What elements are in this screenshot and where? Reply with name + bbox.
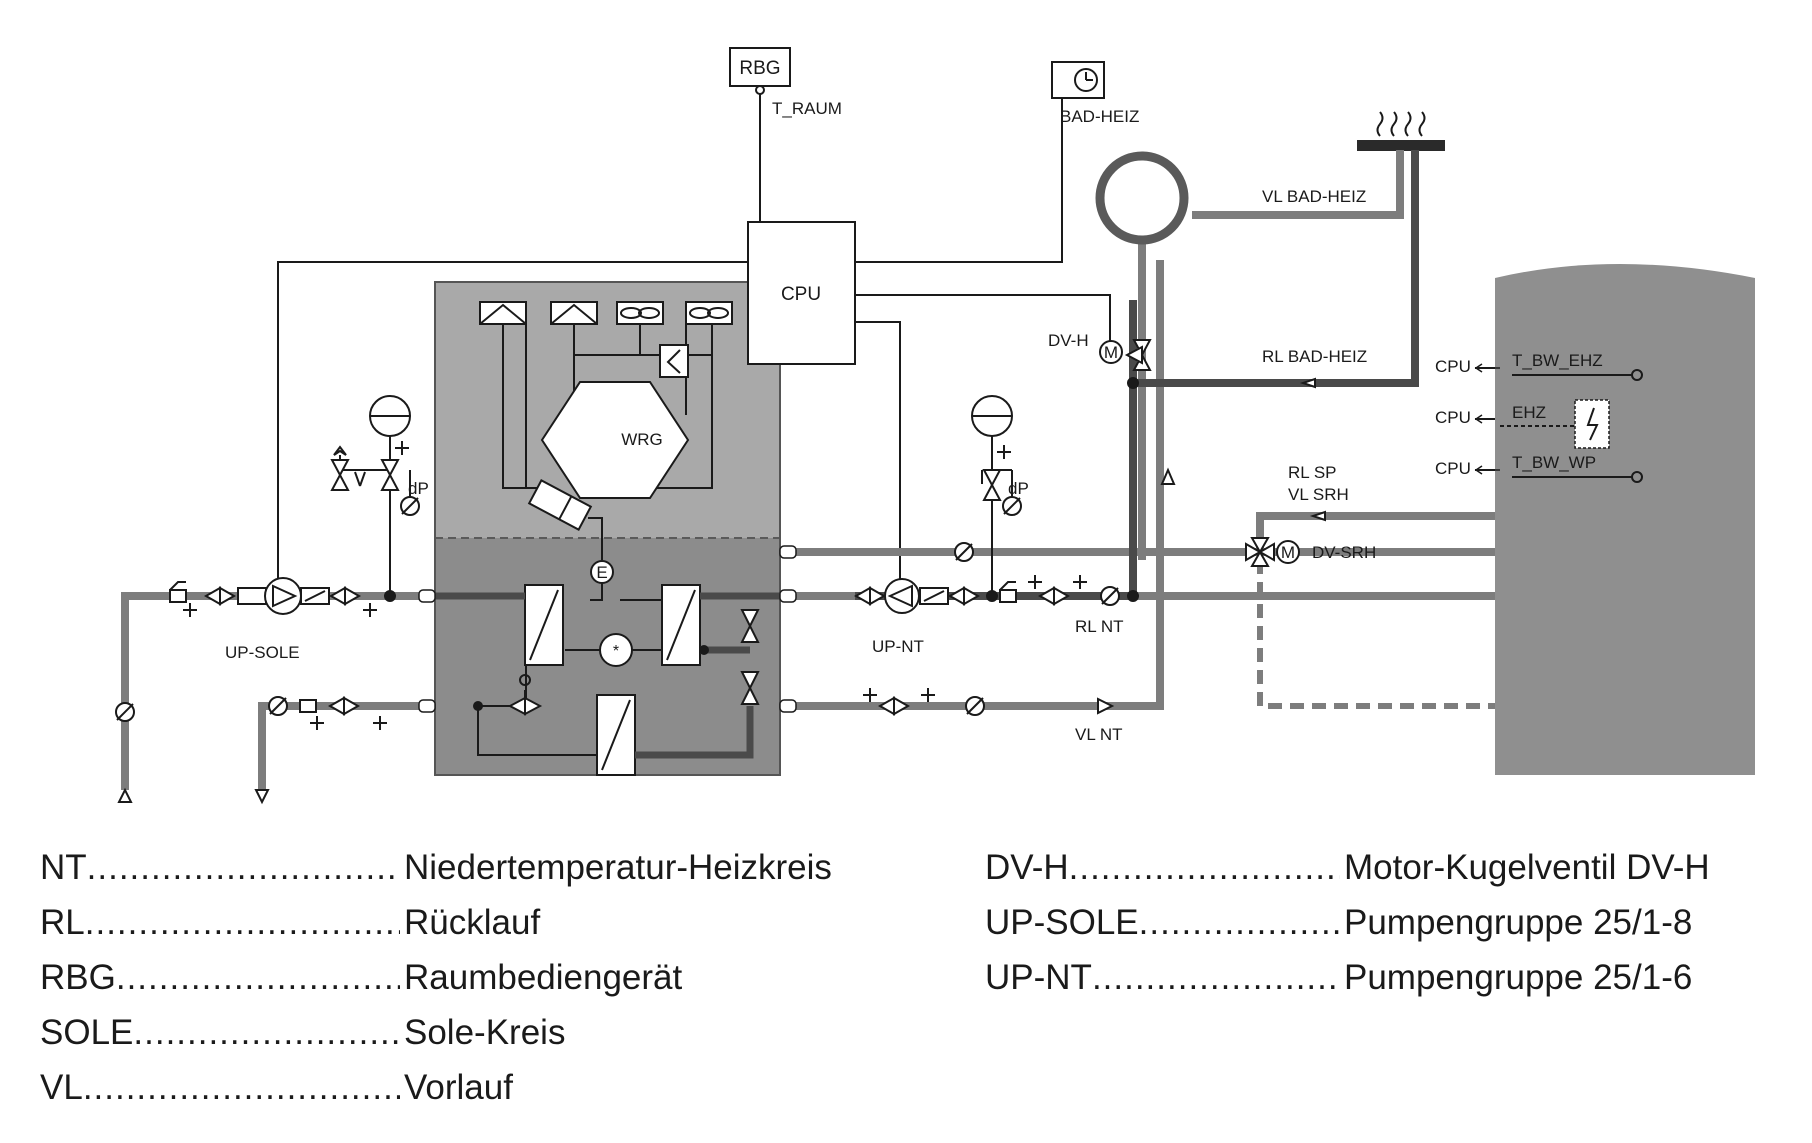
legend-desc: Motor-Kugelventil DV-H (1344, 848, 1710, 887)
heat-waves-icon (1376, 111, 1426, 137)
clock-icon (1074, 68, 1098, 92)
rbg-unit: RBG T_RAUM (729, 47, 842, 118)
brine-safety (330, 395, 420, 602)
couplers (418, 545, 797, 713)
legend-row: SOLE Sole-Kreis (40, 1005, 832, 1060)
e-label: E (596, 563, 607, 582)
legend-row: UP-NT Pumpengruppe 25/1-6 (985, 950, 1710, 1005)
compressor-icon (599, 633, 633, 667)
brine-out-arrow (254, 789, 270, 805)
legend-desc: Niedertemperatur-Heizkreis (404, 848, 832, 887)
flow-arrow (1160, 467, 1176, 485)
legend-row: DV-H Motor-Kugelventil DV-H (985, 840, 1710, 895)
rl-sp-label: RL SP (1288, 463, 1337, 482)
vl-nt-label: VL NT (1075, 725, 1123, 744)
legend-abbr: SOLE (40, 1013, 134, 1052)
dv-h-label: DV-H (1048, 331, 1089, 350)
cpu-label-1: CPU (1435, 357, 1471, 376)
legend-abbr: RL (40, 903, 85, 942)
vl-srh-label: VL SRH (1288, 485, 1349, 504)
brine-in-arrow (117, 787, 133, 803)
nt-components (853, 542, 1139, 716)
legend-row: RBG Raumbediengerät (40, 950, 832, 1005)
legend-right: DV-H Motor-Kugelventil DV-H UP-SOLE Pump… (985, 840, 1710, 1005)
t-raum-label: T_RAUM (772, 99, 842, 118)
legend-row: RL Rücklauf (40, 895, 832, 950)
up-sole-label: UP-SOLE (225, 643, 300, 662)
dv-srh-valve (1245, 510, 1326, 567)
t-bw-ehz-label: T_BW_EHZ (1512, 351, 1603, 370)
legend-row: VL Vorlauf (40, 1060, 832, 1115)
brine-thermometers (115, 696, 361, 722)
heat-pump-unit: WRG E (434, 281, 781, 776)
legend-row: NT Niedertemperatur-Heizkreis (40, 840, 832, 895)
dv-h-m-label: M (1104, 343, 1118, 362)
up-nt-label: UP-NT (872, 637, 924, 656)
legend-abbr: UP-SOLE (985, 903, 1139, 942)
legend-desc: Pumpengruppe 25/1-6 (1344, 958, 1693, 997)
legend-abbr: VL (40, 1068, 83, 1107)
legend-left: NT Niedertemperatur-Heizkreis RL Rücklau… (40, 840, 832, 1115)
storage-tank (1495, 264, 1755, 775)
legend-abbr: NT (40, 848, 87, 887)
cpu-main-label: CPU (781, 284, 821, 305)
legend-desc: Sole-Kreis (404, 1013, 566, 1052)
legend-desc: Raumbediengerät (404, 958, 683, 997)
svg-text:*: * (613, 643, 619, 660)
legend-abbr: DV-H (985, 848, 1069, 887)
legend-row: UP-SOLE Pumpengruppe 25/1-8 (985, 895, 1710, 950)
wrg-exchanger (540, 381, 690, 499)
legend-desc: Rücklauf (404, 903, 541, 942)
t-bw-wp-label: T_BW_WP (1512, 453, 1596, 472)
bad-heiz-unit: BAD-HEIZ (1051, 61, 1139, 126)
bad-heiz-label: BAD-HEIZ (1060, 107, 1139, 126)
ehz-label: EHZ (1512, 403, 1546, 422)
bath-vessel (1095, 151, 1189, 245)
dv-srh-m-label: M (1281, 543, 1295, 562)
wrg-label: WRG (621, 430, 663, 449)
cpu-box: CPU (747, 221, 856, 365)
dv-srh-label: DV-SRH (1312, 543, 1376, 562)
rbg-label: RBG (739, 58, 780, 79)
dp-label-nt: dP (1008, 479, 1029, 498)
dp-label-sole: dP (408, 479, 429, 498)
vl-bad-heiz-label: VL BAD-HEIZ (1262, 187, 1366, 206)
lightning-icon (1586, 407, 1599, 441)
dashed-pipe (1257, 560, 1522, 709)
brine-components (169, 577, 362, 615)
legend-abbr: RBG (40, 958, 116, 997)
nt-safety (971, 395, 1022, 516)
legend-desc: Vorlauf (404, 1068, 513, 1107)
rl-bad-heiz-label: RL BAD-HEIZ (1262, 347, 1367, 366)
cpu-label-3: CPU (1435, 459, 1471, 478)
heat-pump-schematic: RBG T_RAUM BAD-HEIZ (115, 47, 1755, 805)
dv-h-valve (1099, 339, 1316, 389)
towel-radiator (1357, 111, 1445, 151)
cpu-label-2: CPU (1435, 408, 1471, 427)
legend-desc: Pumpengruppe 25/1-8 (1344, 903, 1693, 942)
rl-nt-label: RL NT (1075, 617, 1124, 636)
legend-abbr: UP-NT (985, 958, 1092, 997)
